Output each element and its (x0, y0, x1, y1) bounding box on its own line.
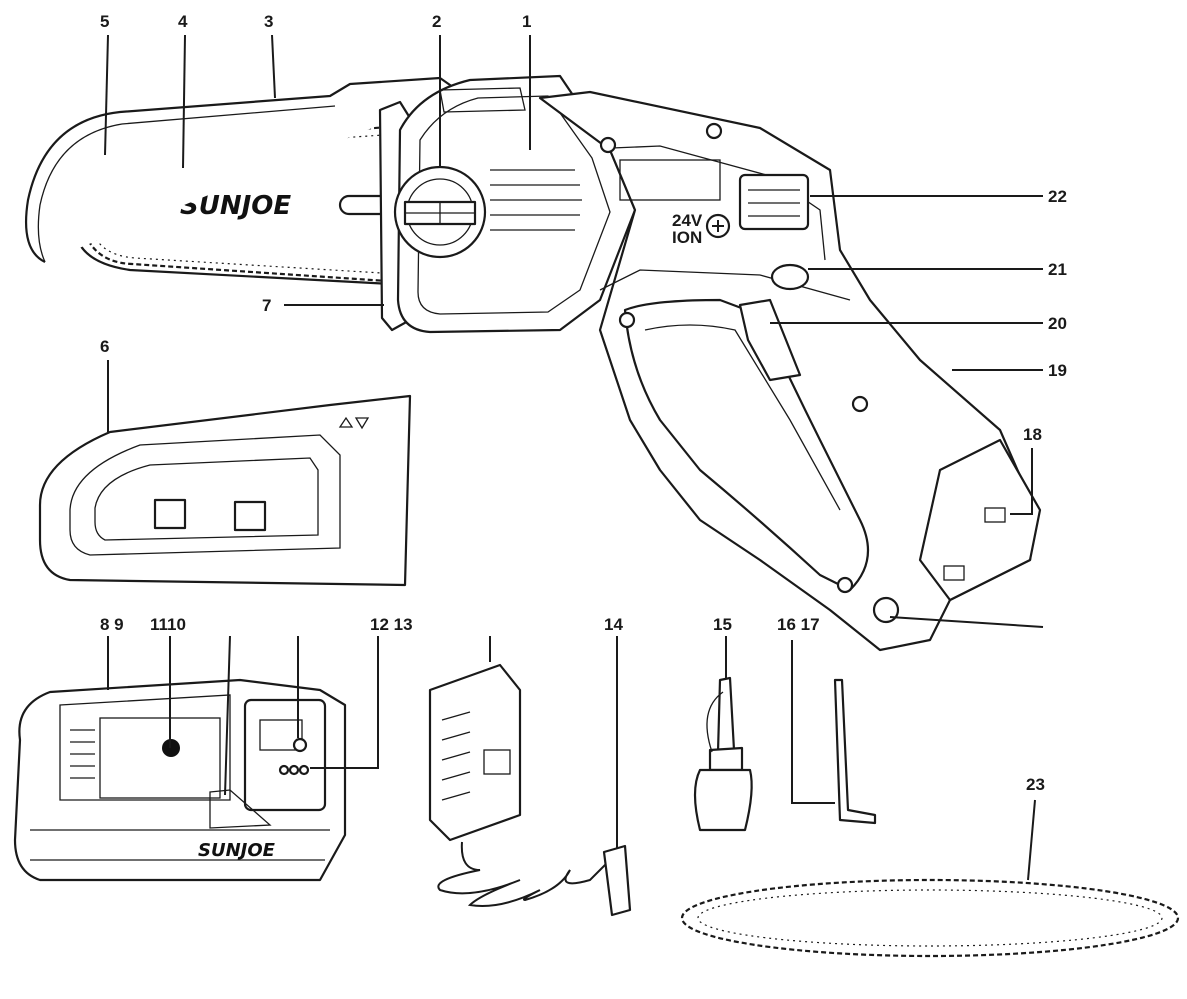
callout-18: 18 (1023, 425, 1042, 444)
callout-21: 21 (1048, 260, 1067, 279)
callout-labels: 5 4 3 2 1 7 6 8 9 1110 12 13 14 15 16 17… (100, 12, 1067, 794)
lanyard-ring (872, 596, 900, 624)
battery-indicator-window (738, 173, 810, 231)
callout-4: 4 (178, 12, 188, 31)
callout-20: 20 (1048, 314, 1067, 333)
callout-7: 7 (262, 296, 271, 315)
battery-pack (13, 678, 347, 882)
voltage-label-bottom: ION (672, 228, 702, 247)
callout-23: 23 (1026, 775, 1045, 794)
sprocket-cover (396, 74, 637, 334)
callout-15: 15 (713, 615, 732, 634)
oil-bottle (693, 676, 753, 832)
voltage-label-top: 24V (672, 211, 703, 230)
leader-lines (104, 34, 1044, 881)
battery-ribs (70, 729, 95, 779)
hex-key (833, 678, 877, 825)
callout-5: 5 (100, 12, 109, 31)
lock-off-button (770, 263, 810, 291)
charger-plug (602, 844, 632, 917)
charger-cable (437, 841, 613, 907)
bar-scabbard (38, 394, 412, 587)
callout-6: 6 (100, 337, 109, 356)
callout-16-17: 16 17 (777, 615, 820, 634)
callout-2: 2 (432, 12, 441, 31)
plus-badge-icon (705, 213, 731, 239)
charger-adapter (428, 663, 522, 842)
trigger (738, 298, 802, 382)
rear-handle (623, 298, 870, 592)
callout-19: 19 (1048, 361, 1067, 380)
bar-guard (24, 76, 461, 263)
callout-1: 1 (522, 12, 531, 31)
callout-11-10: 1110 (150, 615, 186, 634)
tension-knob (393, 165, 487, 259)
callout-8-9: 8 9 (100, 615, 124, 634)
callout-22: 22 (1048, 187, 1067, 206)
callout-3: 3 (264, 12, 273, 31)
battery-bay (918, 438, 1042, 602)
battery-logo: SUNJOE (198, 840, 276, 861)
callout-12-13: 12 13 (370, 615, 413, 634)
spare-chain (680, 878, 1180, 958)
callout-14: 14 (604, 615, 623, 634)
